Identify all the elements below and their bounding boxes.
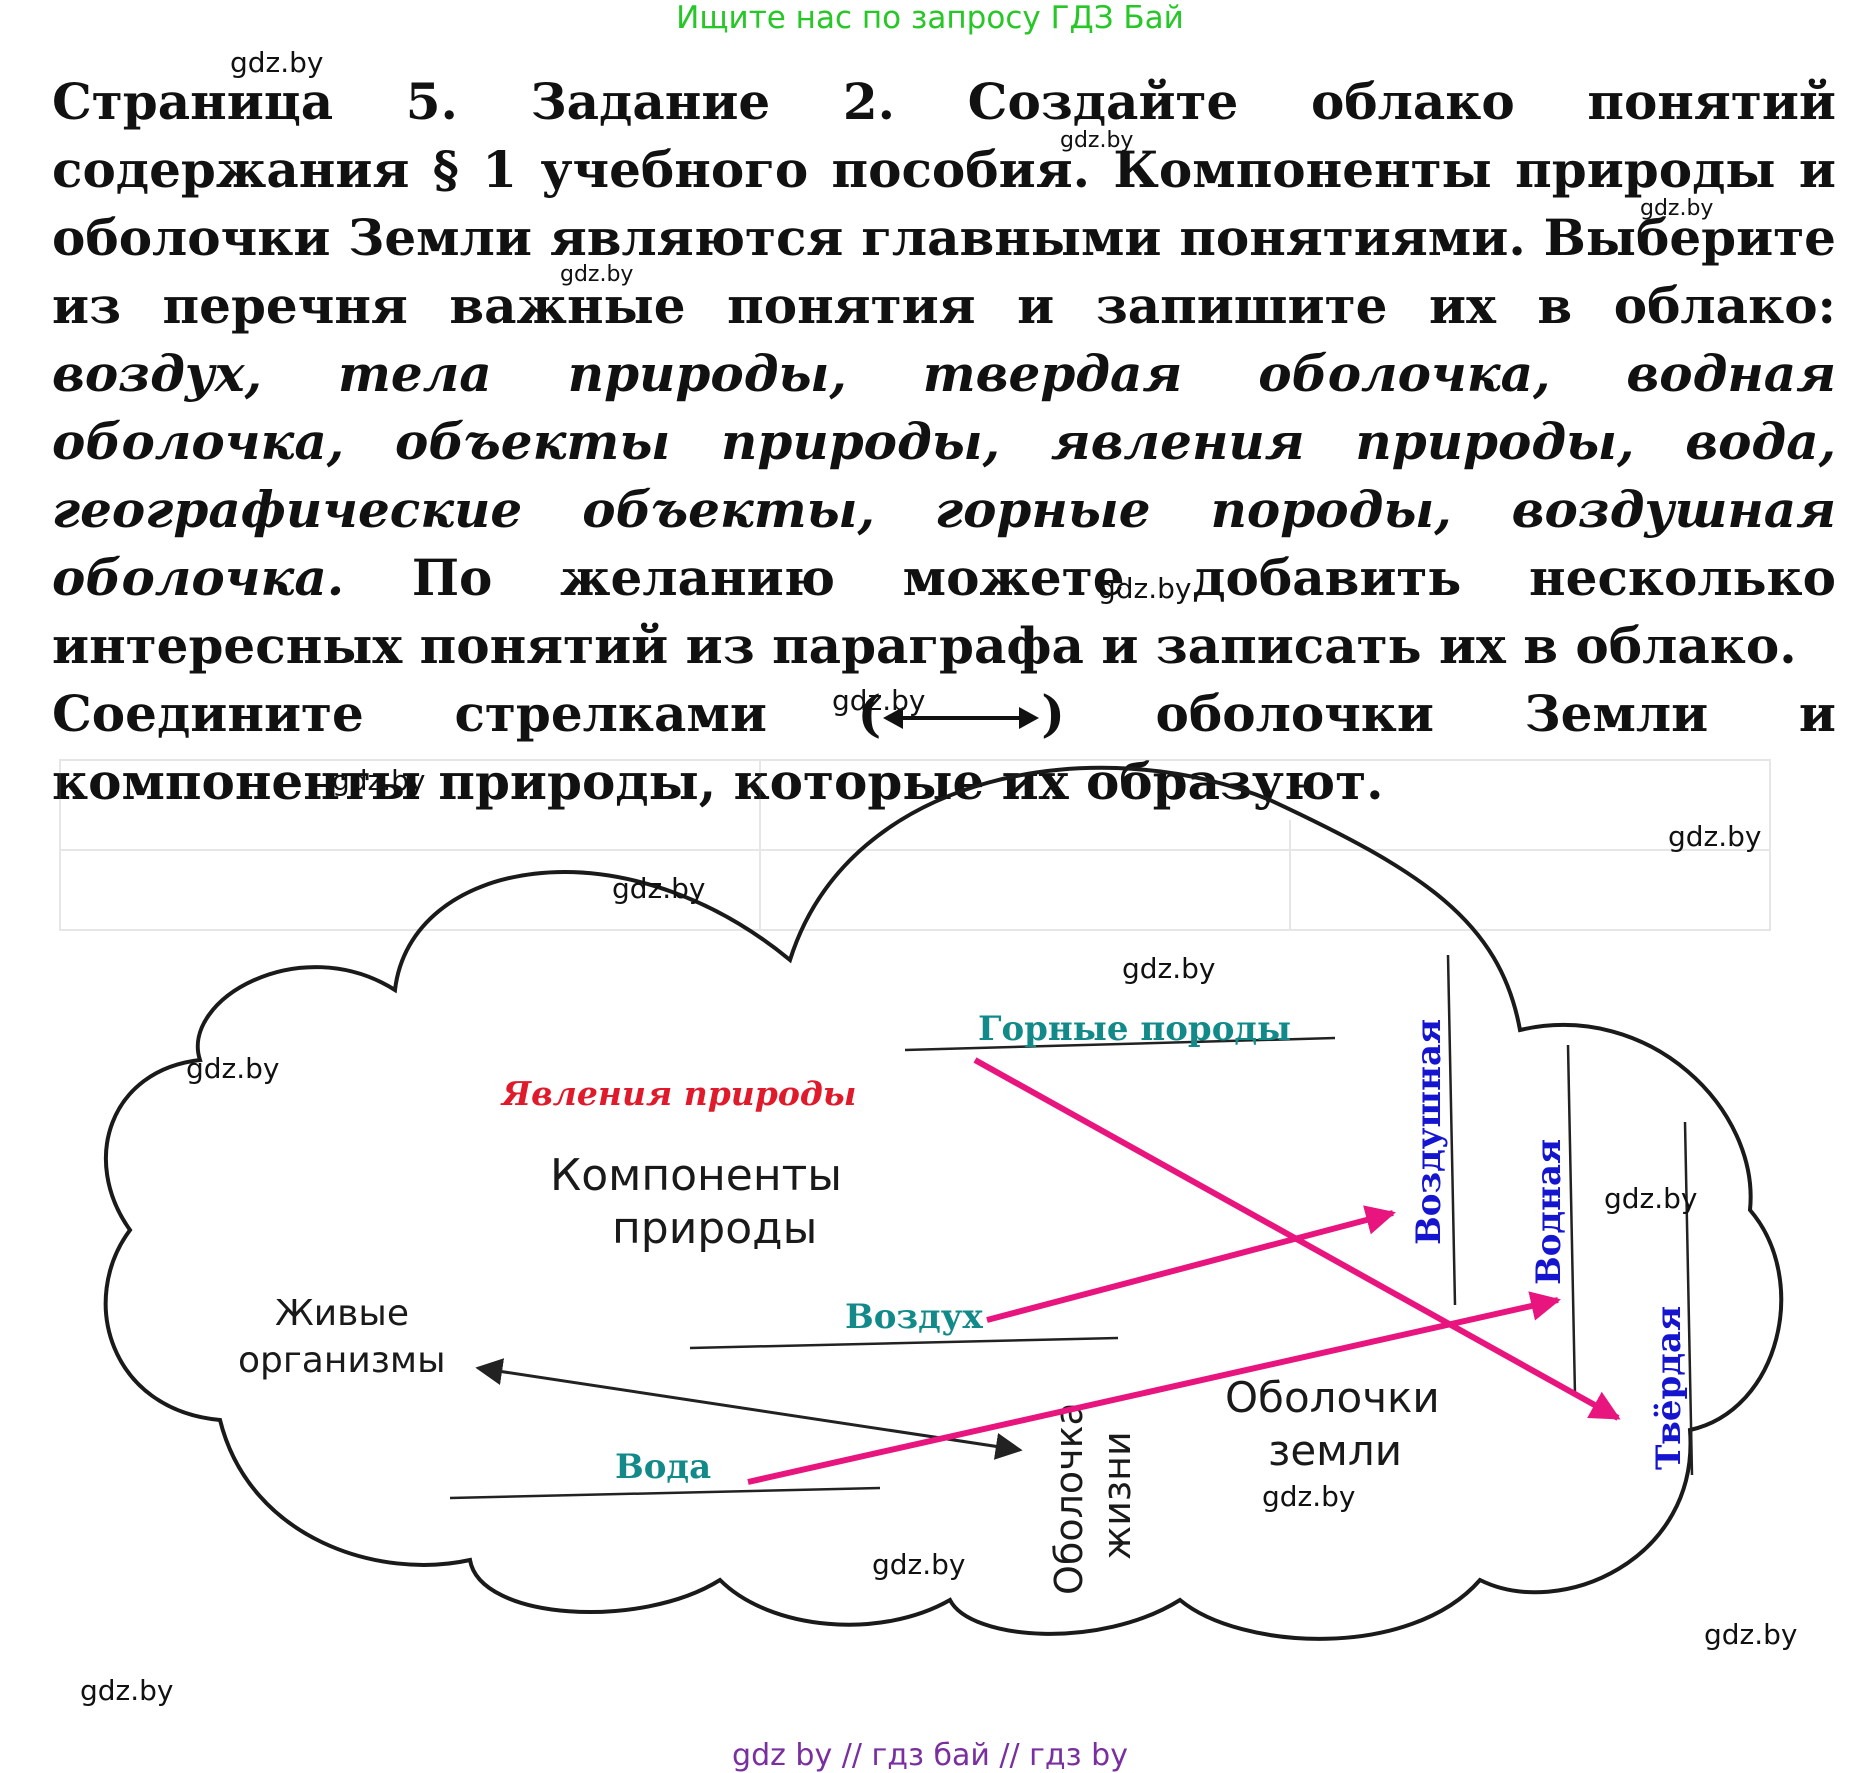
watermark: gdz.by (832, 684, 926, 717)
label-living-line2: организмы (238, 1340, 446, 1381)
label-biosphere-line1: Оболочка (1047, 1402, 1091, 1595)
watermark: gdz.by (230, 46, 324, 79)
footer-links[interactable]: gdz by // гдз бай // гдз by (732, 1738, 1128, 1773)
watermark: gdz.by (186, 1052, 280, 1085)
label-water: Вода (615, 1447, 711, 1487)
task-connect-after: ) оболочки Земли и компоненты природы, к… (52, 684, 1836, 811)
label-components-line2: природы (612, 1203, 817, 1254)
watermark: gdz.by (1122, 952, 1216, 985)
faded-background-table (59, 759, 1771, 931)
label-living-line1: Живые (275, 1293, 409, 1334)
label-phenomena: Явления природы (500, 1074, 856, 1113)
watermark: gdz.by (1640, 196, 1714, 221)
task-connect-before: Соедините стрелками ( (52, 684, 882, 743)
watermark: gdz.by (560, 262, 634, 287)
label-components-line1: Компоненты (550, 1150, 842, 1201)
writing-lines (449, 954, 1694, 1500)
search-banner[interactable]: Ищите нас по запросу ГДЗ Бай (676, 0, 1184, 36)
cloud-outline (103, 765, 1784, 1641)
double-arrow-icon (883, 707, 1040, 729)
watermark: gdz.by (1060, 128, 1134, 153)
watermark: gdz.by (1604, 1182, 1698, 1215)
watermark: gdz.by (1098, 572, 1192, 605)
label-atmosphere: Воздушная (1409, 1019, 1449, 1245)
arrow-living-biosphere (475, 1358, 1023, 1460)
watermark: gdz.by (872, 1548, 966, 1581)
task-terms-list: воздух, тела природы, твердая оболочка, … (52, 344, 1836, 607)
watermark: gdz.by (1704, 1618, 1798, 1651)
arrow-water-hydrosphere (747, 1291, 1561, 1485)
watermark: gdz.by (332, 764, 426, 797)
watermark: gdz.by (1262, 1480, 1356, 1513)
label-rocks: Горные породы (978, 1009, 1291, 1049)
arrow-air-atmosphere (986, 1205, 1396, 1323)
label-lithosphere: Твёрдая (1649, 1306, 1689, 1470)
label-shells-line2: земли (1268, 1426, 1402, 1475)
label-hydrosphere: Водная (1529, 1139, 1569, 1285)
label-air: Воздух (845, 1297, 984, 1337)
task-optional: По желанию можете добавить несколько инт… (52, 548, 1836, 675)
label-biosphere-line2: жизни (1095, 1431, 1139, 1560)
label-shells-line1: Оболочки (1225, 1373, 1440, 1422)
watermark: gdz.by (80, 1674, 174, 1707)
task-text: Страница 5. Задание 2. Создайте облако п… (52, 68, 1836, 816)
watermark: gdz.by (612, 872, 706, 905)
task-intro: Страница 5. Задание 2. Создайте облако п… (52, 72, 1836, 335)
watermark: gdz.by (1668, 820, 1762, 853)
